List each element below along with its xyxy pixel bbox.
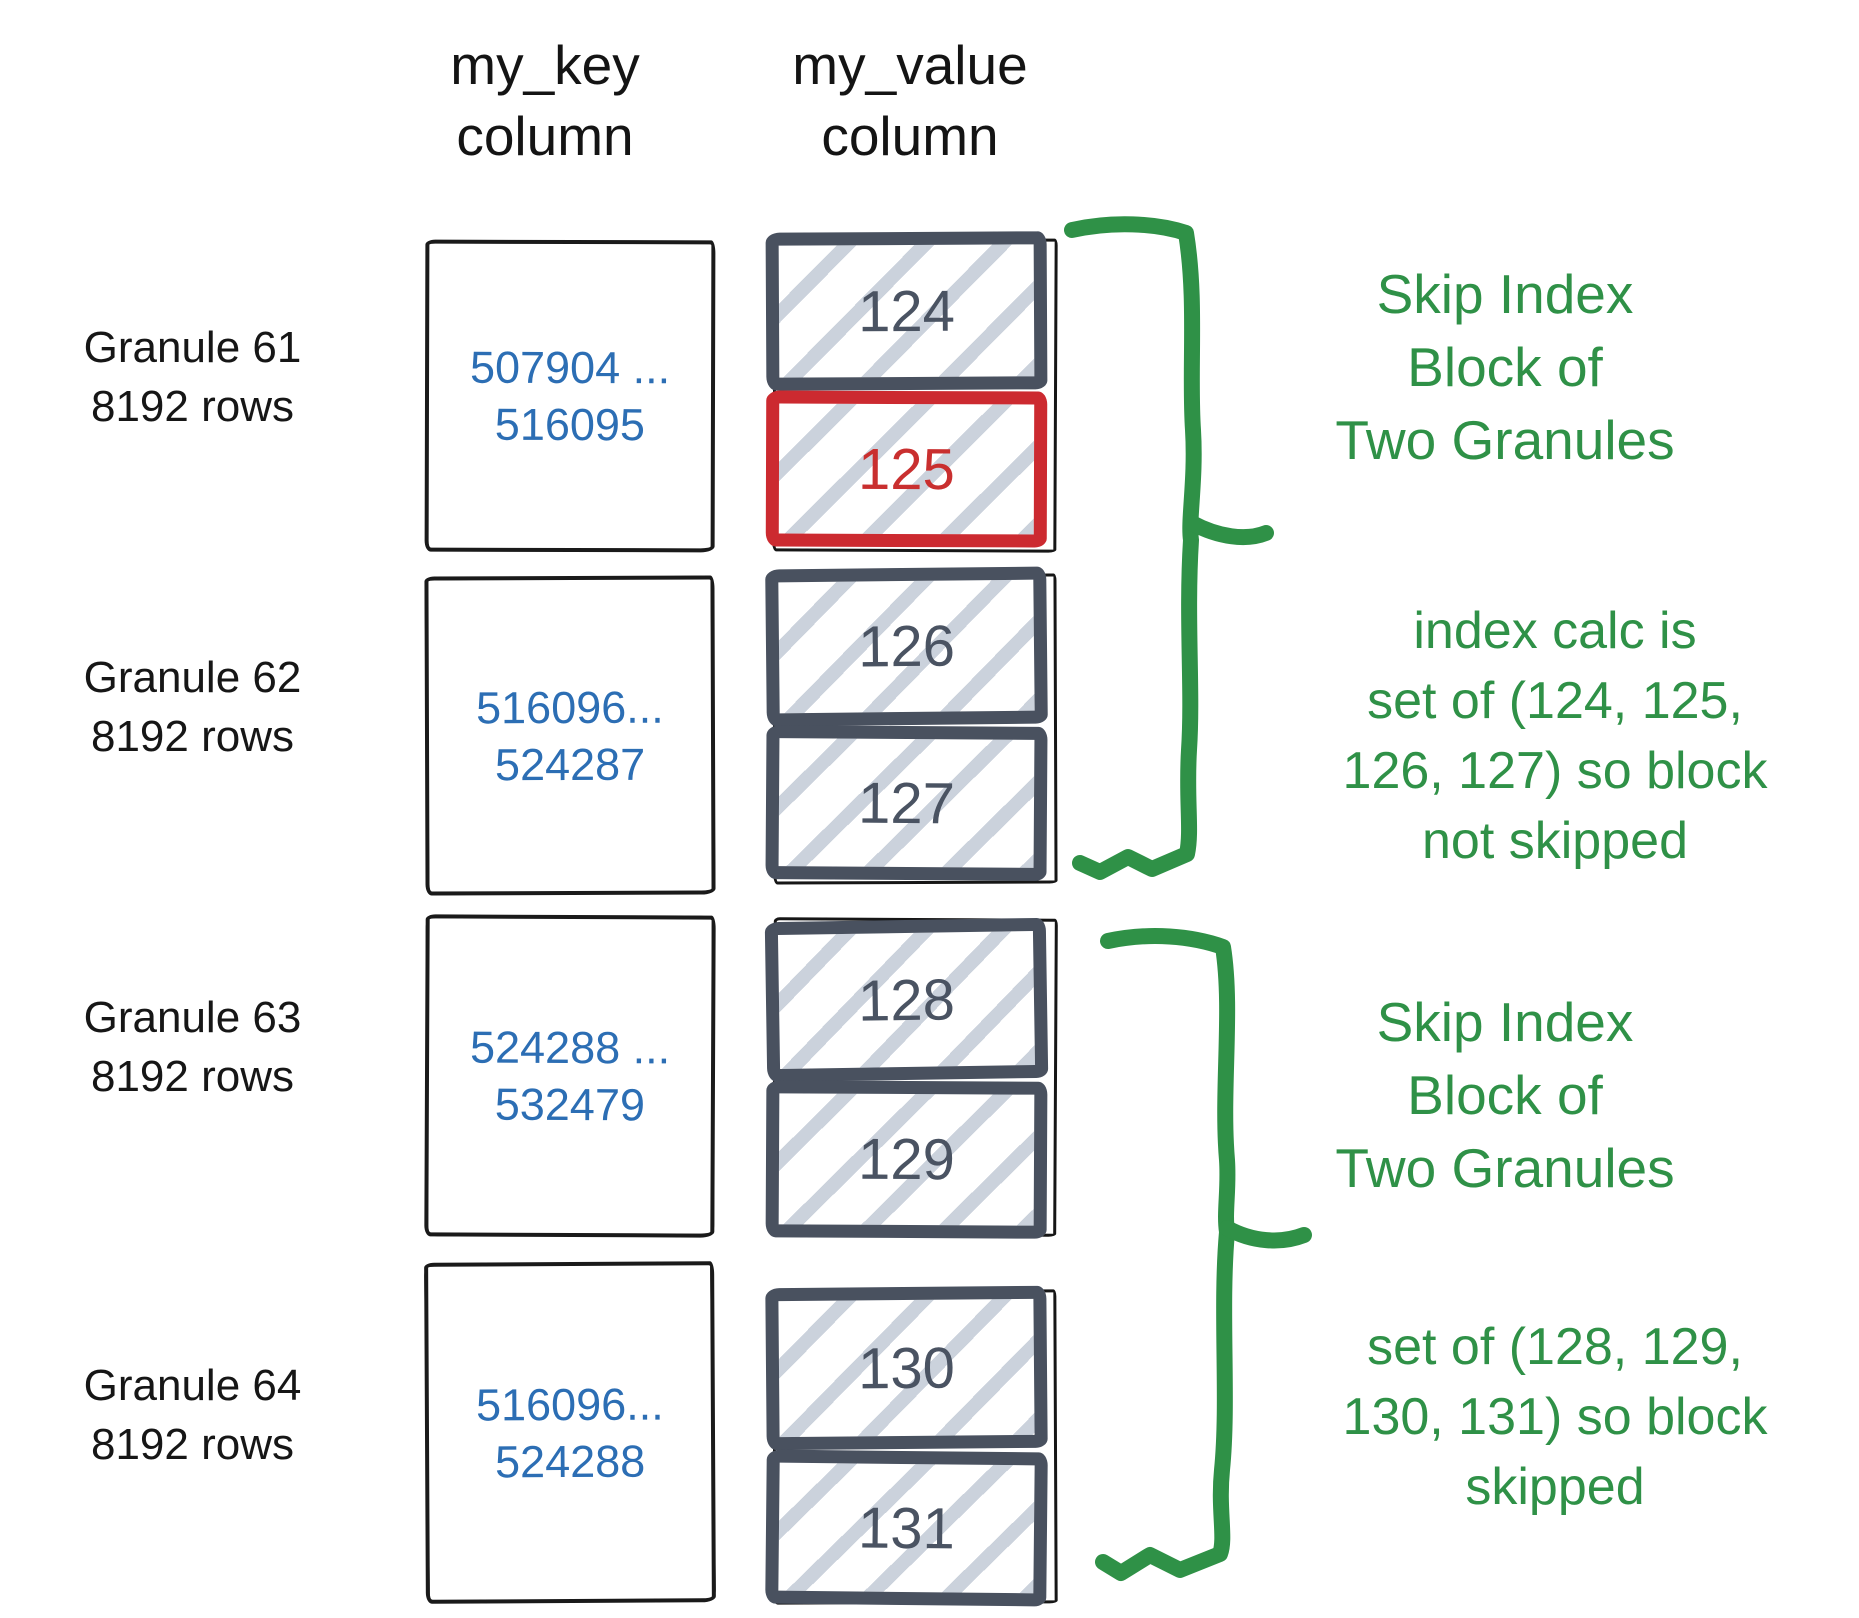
annotation-line: Skip Index xyxy=(1376,263,1634,325)
key-range-end: 524287 xyxy=(494,738,646,790)
value-block-number: 128 xyxy=(857,966,956,1034)
value-block-number: 125 xyxy=(857,436,956,502)
key-column-header-line2: column xyxy=(456,105,634,167)
annotation-line: Two Granules xyxy=(1335,1137,1675,1199)
granule-62-name: Granule 62 xyxy=(83,653,302,702)
key-box-granule-61: 507904 ... 516095 xyxy=(424,239,716,553)
index-calc-annotation-2: set of (128, 129, 130, 131) so block ski… xyxy=(1255,1312,1855,1522)
annotation-line: set of (128, 129, xyxy=(1367,1318,1743,1376)
value-block-number: 124 xyxy=(857,278,956,344)
value-block-number: 126 xyxy=(857,613,956,680)
key-box-granule-63: 524288 ... 532479 xyxy=(424,914,716,1238)
value-block-number: 131 xyxy=(857,1494,956,1562)
skip-block-brace-2-pointer xyxy=(1219,1220,1312,1249)
granule-61-name: Granule 61 xyxy=(83,323,302,372)
value-block-number: 129 xyxy=(857,1126,956,1193)
key-box-granule-62: 516096... 524287 xyxy=(424,575,716,896)
annotation-line: Block of xyxy=(1407,1064,1603,1126)
key-range-granule-64: 516096... 524288 xyxy=(476,1375,664,1490)
value-block-131: 131 xyxy=(765,1449,1048,1607)
value-block-130: 130 xyxy=(765,1285,1048,1451)
granule-63-name: Granule 63 xyxy=(83,993,302,1042)
annotation-line: index calc is xyxy=(1413,602,1697,660)
value-block-125-highlighted: 125 xyxy=(765,390,1048,548)
annotation-line: skipped xyxy=(1465,1458,1645,1516)
value-block-127: 127 xyxy=(765,725,1048,881)
key-range-granule-63: 524288 ... 532479 xyxy=(470,1019,671,1134)
key-range-end: 516095 xyxy=(494,398,646,451)
key-range-end: 524288 xyxy=(494,1435,646,1487)
key-range-start: 516096... xyxy=(475,1378,664,1430)
granule-63-label: Granule 63 8192 rows xyxy=(25,988,360,1106)
index-calc-annotation-1: index calc is set of (124, 125, 126, 127… xyxy=(1255,596,1855,876)
value-block-124: 124 xyxy=(765,231,1048,391)
key-range-granule-62: 516096... 524287 xyxy=(476,678,664,793)
granule-61-rows: 8192 rows xyxy=(90,382,294,431)
skip-index-annotation-1: Skip Index Block of Two Granules xyxy=(1185,258,1825,477)
annotation-line: Skip Index xyxy=(1376,991,1634,1053)
annotation-line: 126, 127) so block xyxy=(1342,742,1768,800)
value-column-header-line1: my_value xyxy=(792,34,1028,96)
key-range-start: 524288 ... xyxy=(469,1021,671,1074)
value-block-128: 128 xyxy=(764,917,1049,1083)
annotation-line: set of (124, 125, xyxy=(1367,672,1743,730)
annotation-line: Two Granules xyxy=(1335,409,1675,471)
skip-block-brace-1-pointer xyxy=(1184,515,1274,546)
key-column-header: my_key column xyxy=(375,30,715,172)
granule-64-name: Granule 64 xyxy=(83,1361,302,1410)
value-block-129: 129 xyxy=(765,1080,1048,1239)
key-range-granule-61: 507904 ... 516095 xyxy=(470,339,670,454)
value-column-header-line2: column xyxy=(821,105,999,167)
value-block-126: 126 xyxy=(765,566,1048,727)
value-column-header: my_value column xyxy=(740,30,1080,172)
key-range-end: 532479 xyxy=(494,1078,646,1131)
annotation-line: not skipped xyxy=(1422,812,1688,870)
granule-61-label: Granule 61 8192 rows xyxy=(25,318,360,436)
skip-index-annotation-2: Skip Index Block of Two Granules xyxy=(1185,986,1825,1205)
key-box-granule-64: 516096... 524288 xyxy=(424,1261,716,1604)
key-range-start: 516096... xyxy=(475,681,664,733)
key-range-start: 507904 ... xyxy=(469,341,671,394)
skip-block-brace-1 xyxy=(1064,216,1202,880)
value-block-number: 130 xyxy=(857,1335,956,1401)
granule-63-rows: 8192 rows xyxy=(90,1052,294,1101)
value-block-number: 127 xyxy=(857,770,956,836)
annotation-line: Block of xyxy=(1407,336,1603,398)
granule-62-rows: 8192 rows xyxy=(90,712,294,761)
granule-64-label: Granule 64 8192 rows xyxy=(25,1356,360,1474)
key-column-header-line1: my_key xyxy=(450,34,640,96)
granule-62-label: Granule 62 8192 rows xyxy=(25,648,360,766)
annotation-line: 130, 131) so block xyxy=(1342,1388,1768,1446)
granule-64-rows: 8192 rows xyxy=(90,1420,294,1469)
